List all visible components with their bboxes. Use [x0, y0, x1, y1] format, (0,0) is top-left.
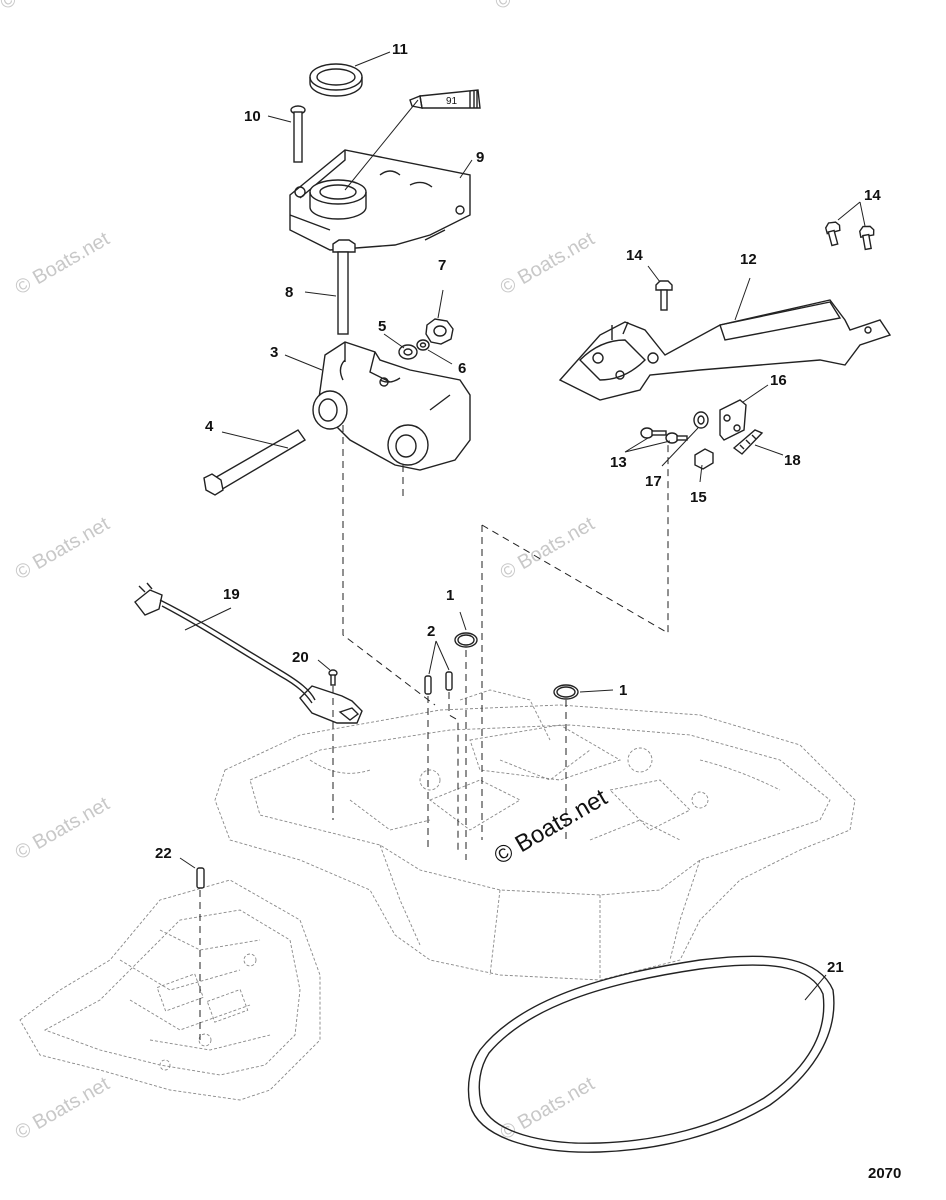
watermark: © Boats.net	[12, 513, 114, 585]
watermark: © Boats.net	[12, 1073, 114, 1145]
callout-7: 7	[438, 257, 446, 274]
callout-1: 1	[619, 682, 627, 699]
callout-labels: 1 1 2 3 4 5 6 7 8 9 10 11 12 13 14 14 15…	[155, 41, 881, 976]
callout-4: 4	[205, 418, 214, 435]
part-10-bolt	[290, 105, 306, 163]
watermark: © Boats.net	[497, 1073, 599, 1145]
part-13-screw	[640, 427, 667, 439]
part-6-washer	[416, 339, 430, 351]
part-7-nut	[425, 318, 454, 345]
watermark: © Boats.net	[497, 513, 599, 585]
part-17-collar	[693, 411, 709, 429]
part-13-screw	[665, 432, 688, 444]
sealant-tube-label: 91	[446, 96, 458, 107]
part-21-gasket	[467, 955, 835, 1153]
part-14-bolt	[824, 221, 841, 247]
lower-unit-assembly	[19, 879, 321, 1101]
watermark: © Boats.net	[492, 0, 594, 14]
part-18-part	[732, 429, 764, 455]
part-3-housing	[312, 341, 471, 471]
diagram-number: 2070	[868, 1165, 901, 1182]
callout-11: 11	[392, 41, 408, 58]
part-1-oring	[454, 632, 478, 648]
watermark: © Boats.net	[0, 0, 99, 14]
callout-15: 15	[690, 489, 707, 506]
callout-13: 13	[610, 454, 627, 471]
callout-1: 1	[446, 587, 454, 604]
callout-19: 19	[223, 586, 240, 603]
callout-21: 21	[827, 959, 844, 976]
watermark: © Boats.net	[12, 793, 114, 865]
sealant-tube: 91	[409, 89, 481, 109]
callout-3: 3	[270, 344, 278, 361]
watermark: © Boats.net	[12, 228, 114, 300]
callout-22: 22	[155, 845, 172, 862]
callout-12: 12	[740, 251, 757, 268]
part-20-screw	[328, 669, 338, 686]
callout-16: 16	[770, 372, 787, 389]
assembly-lines	[199, 425, 669, 1040]
part-1-oring	[553, 684, 579, 700]
callout-14: 14	[626, 247, 643, 264]
part-22-dowel	[196, 867, 205, 889]
part-9-cover	[289, 149, 471, 251]
watermark-center: © Boats.net	[490, 784, 613, 870]
part-2-dowel	[424, 671, 453, 695]
callout-10: 10	[244, 108, 261, 125]
part-11-seal	[309, 63, 363, 97]
part-15-block	[694, 448, 714, 470]
part-16-plate	[719, 399, 747, 441]
callout-9: 9	[476, 149, 484, 166]
watermark: © Boats.net	[497, 228, 599, 300]
callout-14: 14	[864, 187, 881, 204]
callout-18: 18	[784, 452, 801, 469]
callout-8: 8	[285, 284, 293, 301]
leader-lines	[179, 51, 866, 1001]
adapter-plate-housing	[214, 689, 856, 981]
callout-5: 5	[378, 318, 386, 335]
callout-2: 2	[427, 623, 435, 640]
part-19-harness	[134, 582, 363, 724]
part-12-bracket	[558, 299, 892, 401]
callout-6: 6	[458, 360, 466, 377]
part-5-washer	[398, 344, 418, 360]
callout-17: 17	[645, 473, 662, 490]
callout-20: 20	[292, 649, 309, 666]
part-14-bolt	[859, 225, 875, 251]
part-8-bolt	[332, 239, 356, 335]
watermarks: © Boats.net © Boats.net © Boats.net © Bo…	[0, 0, 599, 1144]
part-14-bolt	[655, 280, 673, 311]
